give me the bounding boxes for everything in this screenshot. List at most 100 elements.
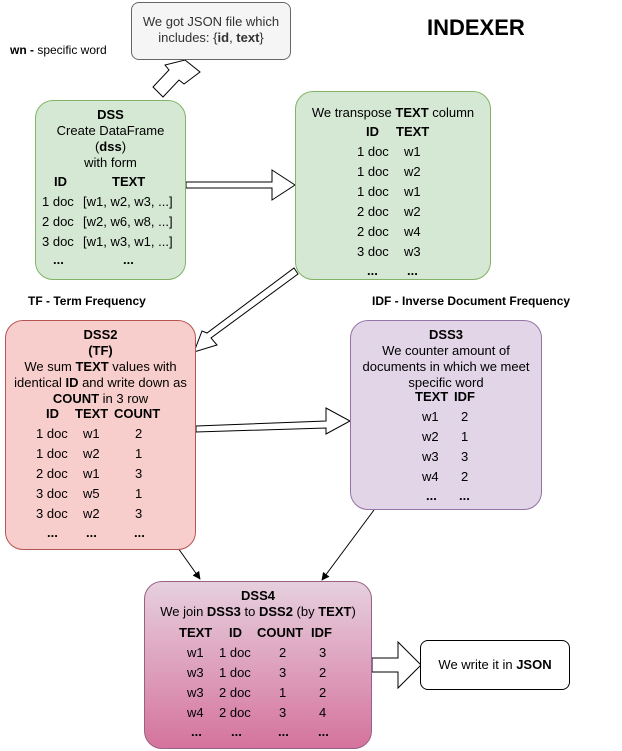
transpose-row-text: w2: [404, 204, 421, 219]
output-json-node[interactable]: We write it in JSON: [420, 640, 570, 690]
dss-row-text: [w1, w3, w1, ...]: [83, 234, 173, 249]
arrow-transpose-to-dss2: [193, 267, 299, 353]
dss3-row-text: w1: [422, 409, 439, 424]
dss4-header-count: COUNT: [257, 625, 304, 640]
transpose-node[interactable]: We transpose TEXT column ID TEXT 1 doc w…: [295, 91, 491, 280]
arrow-dss3-to-dss4: [321, 509, 375, 581]
dss4-row-text: w3: [187, 665, 204, 680]
dss2-subtitle: (TF): [88, 343, 113, 358]
dss3-header-text: TEXT: [415, 389, 449, 404]
dss2-row-count: ...: [134, 525, 145, 540]
dss-table: ID TEXT 1 doc [w1, w2, w3, ...] 2 doc [w…: [36, 174, 187, 274]
transpose-row-text: ...: [407, 263, 418, 278]
dss2-row-text: w1: [83, 426, 100, 441]
page-title: INDEXER: [427, 15, 525, 40]
dss3-line-1: We counter amount of: [382, 343, 510, 358]
dss4-row-idf: 2: [319, 685, 327, 700]
dss2-row-text: w5: [83, 486, 100, 501]
dss4-row-id: ...: [231, 724, 242, 739]
dss2-row-count: 1: [135, 446, 143, 461]
dss2-row-count: 3: [135, 506, 143, 521]
dss3-row-text: ...: [426, 488, 437, 503]
wn-note: wn - specific word: [10, 43, 107, 57]
dss2-header-text: TEXT: [75, 406, 109, 421]
transpose-row-id: 1 doc: [357, 184, 389, 199]
dss2-row-text: w1: [83, 466, 100, 481]
output-text: We write it in JSON: [438, 657, 552, 672]
tf-note: TF - Term Frequency: [28, 294, 146, 308]
dss2-title: DSS2: [83, 327, 118, 342]
dss4-row-id: 1 doc: [219, 645, 251, 660]
arrow-dss4-to-output: [371, 640, 422, 690]
dss-row-text: [w1, w2, w3, ...]: [83, 194, 173, 209]
dss4-table: TEXT ID COUNT IDF w1 1 doc 2 3 w3 1 doc …: [145, 625, 373, 747]
dss2-line-3: COUNT in 3 row: [52, 391, 149, 406]
dss3-row-idf: 2: [461, 469, 469, 484]
dss2-row-text: w2: [83, 506, 100, 521]
dss4-row-count: ...: [278, 724, 289, 739]
dss-header-id: ID: [54, 174, 67, 189]
dss2-row-text: ...: [86, 525, 97, 540]
dss3-row-idf: 1: [461, 429, 469, 444]
arrow-dss-to-transpose: [185, 169, 296, 201]
dss3-line-2: documents in which we meet: [362, 359, 530, 374]
dss-row-text: ...: [123, 252, 134, 267]
dss3-table: TEXT IDF w1 2 w2 1 w3 3 w4 2 ... ...: [351, 389, 543, 507]
arrow-dss2-to-dss3: [195, 407, 352, 435]
transpose-row-id: 2 doc: [357, 224, 389, 239]
transpose-row-text: w4: [404, 224, 421, 239]
arrow-dss2-to-dss4: [177, 547, 201, 580]
input-json-node[interactable]: We got JSON file which includes: {id, te…: [131, 2, 291, 60]
dss4-row-idf: 2: [319, 665, 327, 680]
dss-line-3: with form: [84, 155, 137, 170]
dss4-row-count: 1: [279, 685, 287, 700]
transpose-row-id: 3 doc: [357, 244, 389, 259]
dss2-row-id: 3 doc: [36, 506, 68, 521]
dss2-row-id: 2 doc: [36, 466, 68, 481]
dss3-row-text: w2: [422, 429, 439, 444]
transpose-row-text: w1: [404, 184, 421, 199]
dss3-row-idf: 3: [461, 449, 469, 464]
dss-line-2: (dss): [94, 139, 127, 154]
dss4-line-1: We join DSS3 to DSS2 (by TEXT): [160, 604, 356, 619]
dss3-node[interactable]: DSS3 We counter amount of documents in w…: [350, 320, 542, 510]
dss2-line-1: We sum TEXT values with: [24, 359, 177, 374]
dss2-header-count: COUNT: [114, 406, 161, 421]
dss4-header-text: TEXT: [179, 625, 213, 640]
dss-title: DSS: [97, 107, 124, 122]
input-line-1: We got JSON file which: [142, 14, 280, 29]
dss2-header-id: ID: [46, 406, 59, 421]
dss3-title: DSS3: [429, 327, 463, 342]
dss2-table: ID TEXT COUNT 1 doc w1 2 1 doc w2 1 2 do…: [6, 406, 197, 546]
dss2-row-text: w2: [83, 446, 100, 461]
dss3-header-idf: IDF: [454, 389, 475, 404]
dss4-row-idf: 3: [319, 645, 327, 660]
dss4-row-text: w1: [187, 645, 204, 660]
dss3-row-idf: 2: [461, 409, 469, 424]
transpose-row-id: ...: [367, 263, 378, 278]
dss4-title: DSS4: [241, 588, 275, 603]
dss2-row-count: 2: [135, 426, 143, 441]
dss-node[interactable]: DSS Create DataFrame (dss) with form ID …: [35, 100, 186, 280]
dss2-row-count: 1: [135, 486, 143, 501]
dss4-row-text: w3: [187, 685, 204, 700]
dss2-row-id: 1 doc: [36, 426, 68, 441]
dss2-node[interactable]: DSS2 (TF) We sum TEXT values with identi…: [5, 320, 196, 550]
transpose-row-text: w3: [404, 244, 421, 259]
dss4-header-id: ID: [229, 625, 242, 640]
dss3-row-text: w4: [422, 469, 439, 484]
transpose-header-id: ID: [366, 124, 379, 139]
transpose-line: We transpose TEXT column: [311, 105, 475, 120]
transpose-row-id: 1 doc: [357, 144, 389, 159]
transpose-row-id: 2 doc: [357, 204, 389, 219]
dss-row-id: 2 doc: [42, 214, 74, 229]
dss3-row-text: w3: [422, 449, 439, 464]
dss4-row-text: w4: [187, 705, 204, 720]
dss4-row-count: 3: [279, 705, 287, 720]
dss2-row-id: 3 doc: [36, 486, 68, 501]
dss4-node[interactable]: DSS4 We join DSS3 to DSS2 (by TEXT) TEXT…: [144, 581, 372, 749]
dss-row-id: ...: [53, 252, 64, 267]
dss4-row-id: 1 doc: [219, 665, 251, 680]
transpose-row-text: w1: [404, 144, 421, 159]
